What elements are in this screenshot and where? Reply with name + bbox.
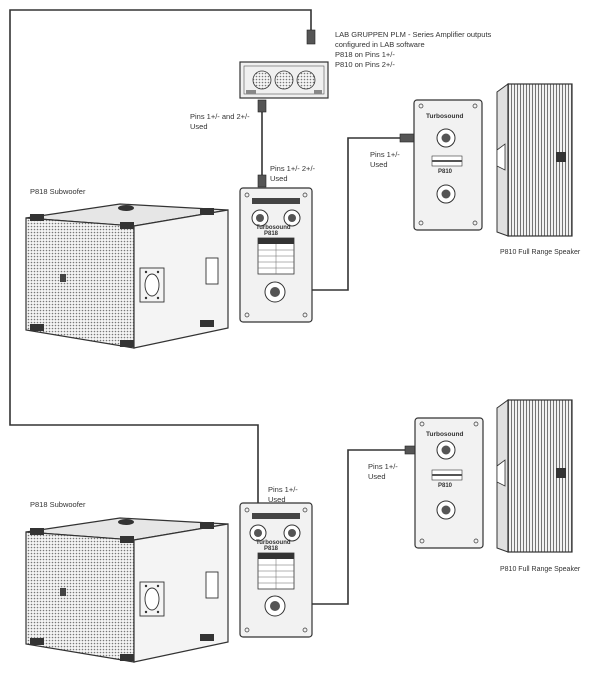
sub1-panel-model: P818: [264, 231, 279, 237]
top2-panel-brand: Turbosound: [426, 431, 464, 438]
sub1-name-label: P818 Subwoofer: [30, 187, 86, 196]
subwoofer-1: [25, 203, 229, 349]
sub1-connector-panel: [239, 187, 313, 323]
top1-connector-panel: [413, 99, 483, 231]
top2-name-label: P810 Full Range Speaker: [500, 566, 581, 573]
amp-note-line3: P818 on Pins 1+/-: [335, 50, 395, 59]
sub2-pins-label: Pins 1+/-: [268, 485, 298, 494]
sub1-pins-used-label: Used: [270, 174, 288, 183]
sub2-connector-panel: [239, 502, 313, 638]
cables: [9, 9, 415, 605]
amp-note-line1: LAB GRUPPEN PLM - Series Amplifier outpu…: [335, 30, 492, 39]
amp-fan-left: [252, 70, 272, 90]
sub1-side: [133, 209, 229, 349]
sub1-panel-brand: Turbosound: [256, 225, 291, 231]
sub2-side: [133, 523, 229, 663]
amp-pins-used-label: Used: [190, 122, 208, 131]
top2-pins-used-label: Used: [368, 472, 386, 481]
plug-top1-in: [399, 133, 415, 143]
sub1-handle: [144, 273, 160, 297]
top-speaker-2: [496, 399, 573, 553]
sub1-pins-label: Pins 1+/- 2+/-: [270, 164, 316, 173]
cable-sub1-to-top1: [310, 137, 410, 291]
sub2-panel-model: P818: [264, 546, 279, 552]
top-speaker-1: [496, 83, 573, 237]
amp-pins-label: Pins 1+/- and 2+/-: [190, 112, 250, 121]
top1-panel-brand: Turbosound: [426, 113, 464, 120]
plug-sub1-in: [257, 174, 267, 188]
top1-pins-used-label: Used: [370, 160, 388, 169]
cable-amp-to-sub2: [9, 9, 312, 505]
amp-fan-mid: [274, 70, 294, 90]
top1-pins-label: Pins 1+/-: [370, 150, 400, 159]
top2-connector-panel: [414, 417, 484, 549]
top1-panel-model: P810: [438, 169, 453, 175]
top2-panel-model: P810: [438, 483, 453, 489]
top1-name-label: P810 Full Range Speaker: [500, 249, 581, 256]
amp-fan-right: [296, 70, 316, 90]
plug-amp-out: [257, 99, 267, 113]
cable-sub2-to-top2: [310, 449, 415, 605]
sub2-handle: [144, 587, 160, 611]
amp-note-line4: P810 on Pins 2+/-: [335, 60, 395, 69]
plug-amp-top: [306, 29, 316, 45]
sub2-panel-brand: Turbosound: [256, 540, 291, 546]
sub2-pins-used-label: Used: [268, 495, 286, 504]
amplifier: [239, 61, 329, 99]
sub2-name-label: P818 Subwoofer: [30, 500, 86, 509]
top2-pins-label: Pins 1+/-: [368, 462, 398, 471]
subwoofer-2: [25, 517, 229, 663]
amp-note-line2: configured in LAB software: [335, 40, 425, 49]
